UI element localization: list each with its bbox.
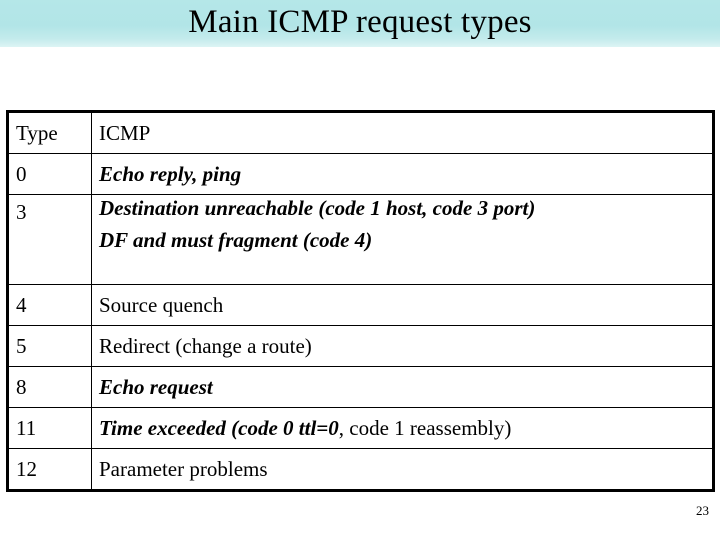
table-row: 0 Echo reply, ping <box>6 153 715 195</box>
description-plain: Redirect (change a route) <box>99 333 312 358</box>
cell-type-code: 12 <box>6 448 92 492</box>
table-row: 3 Destination unreachable (code 1 host, … <box>6 194 715 285</box>
cell-description: Echo request <box>91 366 715 408</box>
page-title: Main ICMP request types <box>188 4 532 40</box>
description-emphasis: Echo request <box>99 374 213 399</box>
cell-description: Time exceeded (code 0 ttl=0, code 1 reas… <box>91 407 715 449</box>
cell-type-code: 5 <box>6 325 92 367</box>
cell-type-code: 3 <box>6 194 92 285</box>
table-row: 5 Redirect (change a route) <box>6 325 715 367</box>
cell-description: Destination unreachable (code 1 host, co… <box>91 194 715 285</box>
table-row: 8 Echo request <box>6 366 715 408</box>
description-emphasis: Echo reply, ping <box>99 161 242 186</box>
description-emphasis-line2: DF and must fragment (code 4) <box>99 228 373 252</box>
cell-type-code: 11 <box>6 407 92 449</box>
cell-description: Echo reply, ping <box>91 153 715 195</box>
description-emphasis: Destination unreachable (code 1 host, co… <box>99 196 536 220</box>
table-header-row: Type ICMP <box>6 110 715 154</box>
header-cell-type: Type <box>6 110 92 154</box>
description-emphasis: Time exceeded (code 0 ttl=0 <box>99 415 339 440</box>
cell-description: Parameter problems <box>91 448 715 492</box>
page-number: 23 <box>696 503 709 518</box>
table-row: 4 Source quench <box>6 284 715 326</box>
cell-type-code: 4 <box>6 284 92 326</box>
description-plain: , code 1 reassembly) <box>338 415 512 440</box>
description-plain: Source quench <box>99 292 224 317</box>
icmp-types-table: Type ICMP 0 Echo reply, ping 3 Destinati… <box>6 110 715 492</box>
cell-type-code: 8 <box>6 366 92 408</box>
description-plain: Parameter problems <box>99 456 268 481</box>
cell-type-code: 0 <box>6 153 92 195</box>
table-row: 11 Time exceeded (code 0 ttl=0, code 1 r… <box>6 407 715 449</box>
title-band <box>0 0 720 47</box>
header-cell-icmp: ICMP <box>91 110 715 154</box>
table-row: 12 Parameter problems <box>6 448 715 492</box>
cell-description: Source quench <box>91 284 715 326</box>
cell-description: Redirect (change a route) <box>91 325 715 367</box>
